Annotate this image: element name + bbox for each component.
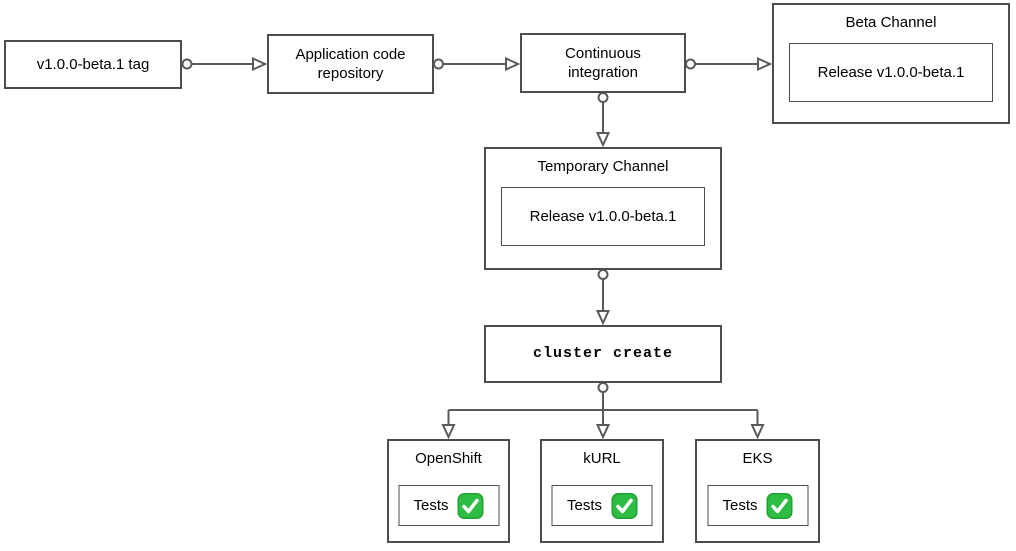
edge-cluster-branches [441, 382, 765, 440]
group-eks: EKS Tests [695, 439, 820, 543]
edge-ci-to-temp [595, 92, 611, 148]
kurl-tests-box: Tests [551, 485, 653, 526]
node-continuous-integration: Continuous integration [520, 33, 686, 93]
edge-ci-to-beta [685, 56, 773, 72]
kurl-title: kURL [583, 450, 621, 467]
check-icon [611, 492, 637, 519]
edge-temp-to-cluster [595, 269, 611, 326]
group-kurl: kURL Tests [540, 439, 664, 543]
eks-tests-box: Tests [707, 485, 808, 526]
openshift-tests-label: Tests [413, 497, 449, 514]
node-continuous-integration-label: Continuous integration [565, 44, 641, 82]
group-openshift: OpenShift Tests [387, 439, 510, 543]
beta-release-label: Release v1.0.0-beta.1 [817, 64, 965, 81]
group-temporary-channel: Temporary Channel Release v1.0.0-beta.1 [484, 147, 722, 270]
temporary-release-box: Release v1.0.0-beta.1 [501, 187, 705, 246]
group-beta-channel: Beta Channel Release v1.0.0-beta.1 [772, 3, 1010, 124]
eks-tests-label: Tests [722, 497, 758, 514]
edge-repo-to-ci [433, 56, 521, 72]
node-app-code-repository: Application code repository [267, 34, 434, 94]
openshift-tests-box: Tests [398, 485, 499, 526]
cluster-create-label: cluster create [532, 345, 674, 363]
check-icon [457, 492, 484, 519]
temporary-release-label: Release v1.0.0-beta.1 [529, 208, 677, 225]
check-icon [766, 492, 793, 519]
eks-title: EKS [742, 450, 773, 467]
node-app-code-repository-label: Application code repository [295, 45, 406, 83]
edge-tag-to-repo [181, 56, 268, 72]
node-version-tag: v1.0.0-beta.1 tag [4, 40, 182, 89]
temporary-channel-title: Temporary Channel [537, 158, 669, 175]
beta-channel-title: Beta Channel [845, 14, 937, 31]
openshift-title: OpenShift [415, 450, 482, 467]
beta-release-box: Release v1.0.0-beta.1 [789, 43, 993, 102]
kurl-tests-label: Tests [566, 497, 602, 514]
node-cluster-create: cluster create [484, 325, 722, 383]
node-version-tag-label: v1.0.0-beta.1 tag [36, 55, 150, 73]
